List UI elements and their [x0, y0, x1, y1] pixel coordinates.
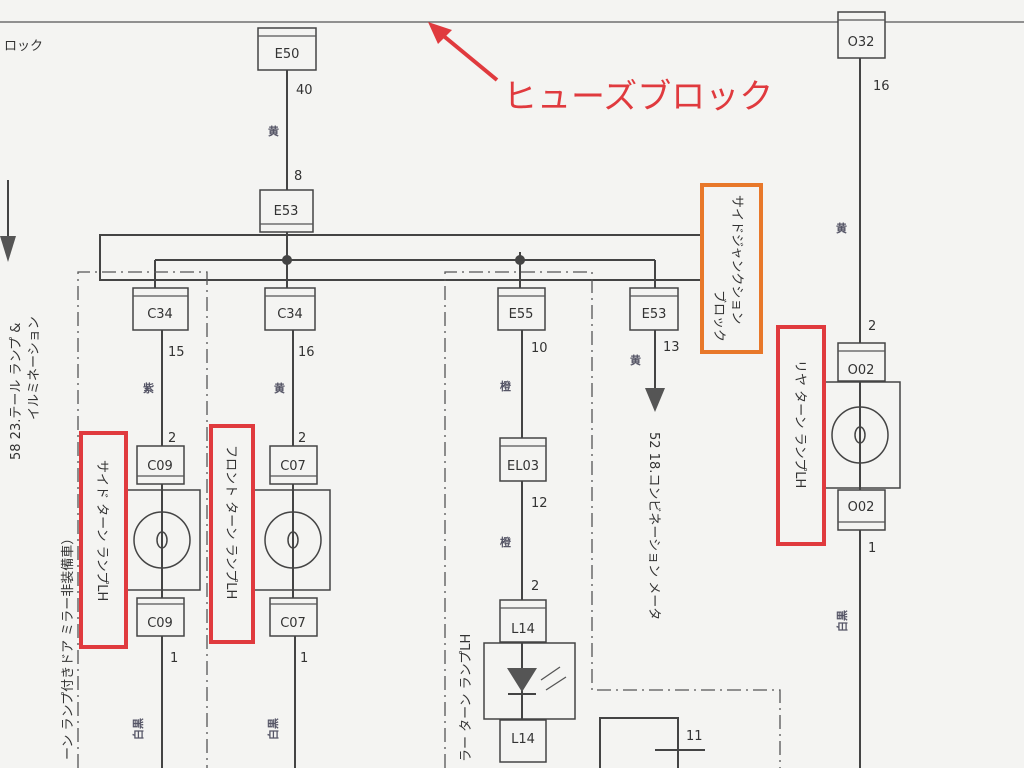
wire-color-o32: 黄	[836, 221, 847, 235]
connector-l14-top-label: L14	[511, 622, 535, 637]
pin-e53-b: 13	[663, 340, 680, 355]
tail-lamp-ref-2: イルミネーション	[27, 316, 42, 420]
connector-c34-a-label: C34	[147, 307, 173, 322]
pin-c34-a: 15	[168, 345, 185, 360]
connector-l14-bot-label: L14	[511, 732, 535, 747]
wire-color-right-ground: 白黒	[835, 610, 849, 632]
connector-c09-top	[136, 445, 185, 485]
top-left-label: ロック	[4, 39, 43, 54]
mirror-turn-lamp-led	[483, 642, 576, 720]
left-down-arrow	[0, 180, 16, 262]
connector-e53-b	[629, 287, 679, 331]
connector-o02-top	[837, 342, 886, 382]
front-turn-lamp-bulb	[249, 489, 331, 591]
combination-meter-ref: 52 18.コンビネーション メータ	[646, 432, 661, 620]
wire-color-e53-b: 黄	[630, 353, 641, 367]
pin-c34-b: 16	[298, 345, 315, 360]
connector-e55-label: E55	[509, 307, 534, 322]
front-turn-lamp-highlight	[209, 424, 255, 644]
connector-c09-bot-label: C09	[147, 616, 173, 631]
connector-c34-b-label: C34	[277, 307, 303, 322]
connector-l14-top	[499, 599, 547, 643]
side-junction-block	[99, 232, 700, 290]
connector-c09-top-label: C09	[147, 459, 173, 474]
connector-e53-b-label: E53	[642, 307, 667, 322]
wire-color-el03: 橙	[500, 535, 512, 549]
side-junction-block-highlight	[700, 183, 763, 354]
pin-o02-top: 2	[868, 319, 876, 334]
connector-o02-bot	[837, 489, 886, 531]
connector-c07-bot-label: C07	[280, 616, 306, 631]
connector-c34-a	[132, 287, 189, 331]
tail-lamp-ref: 58 23.テール ランプ &	[9, 323, 24, 460]
connector-c07-top	[269, 445, 318, 485]
side-junction-block-label-2: ブロック	[711, 290, 727, 342]
connector-o32-label: O32	[848, 35, 875, 50]
pin-misc: 11	[686, 729, 703, 744]
pin-c09-top: 2	[168, 431, 176, 446]
wire-color-mid-ground: 白黒	[266, 718, 280, 740]
pin-el03: 12	[531, 496, 548, 511]
region-side-turn	[77, 271, 208, 768]
wire-color-left-ground: 白黒	[131, 718, 145, 740]
wire-color-e50: 黄	[268, 124, 279, 138]
front-turn-lamp-label: フロント ターン ランプLH	[223, 445, 238, 599]
rear-turn-lamp-highlight	[776, 325, 826, 546]
side-turn-lamp-bulb	[119, 489, 201, 591]
side-junction-block-label-1: サイドジャンクション	[729, 195, 744, 324]
side-turn-lamp-highlight	[79, 431, 128, 649]
pin-e55: 10	[531, 341, 548, 356]
pin-e53: 8	[294, 169, 302, 184]
connector-e53-top-label: E53	[274, 204, 299, 219]
pin-o02-bot: 1	[868, 541, 876, 556]
connector-c34-b	[264, 287, 316, 331]
pin-l14-top: 2	[531, 579, 539, 594]
connector-e50-label: E50	[275, 47, 300, 62]
mirror-note: ーン ランプ付きドア ミラー非装備車）	[60, 532, 76, 760]
connector-el03	[499, 437, 547, 482]
wire-color-c34-a: 紫	[143, 381, 154, 395]
pin-e50: 40	[296, 83, 313, 98]
connector-o02-bot-label: O02	[848, 500, 875, 515]
connector-e50	[257, 27, 317, 71]
pin-o32: 16	[873, 79, 890, 94]
down-arrow-icon	[645, 388, 665, 412]
pin-c07-bot: 1	[300, 651, 308, 666]
led-icon	[507, 668, 537, 692]
wire-color-c34-b: 黄	[274, 381, 285, 395]
connector-o02-top-label: O02	[848, 363, 875, 378]
region-mirror	[444, 271, 781, 768]
connector-c07-top-label: C07	[280, 459, 306, 474]
connector-l14-bot	[499, 719, 547, 763]
fuse-block-annotation: ヒューズブロック	[503, 77, 773, 117]
side-turn-lamp-label: サイド ターン ランプLH	[94, 460, 109, 601]
wire-color-e55: 橙	[500, 379, 512, 393]
fuse-block-arrow	[428, 22, 499, 82]
rear-turn-lamp-label: リヤ ターン ランプLH	[792, 360, 807, 488]
connector-el03-label: EL03	[507, 459, 539, 474]
mirror-turn-lamp-label: ラー ターン ランプLH	[459, 634, 474, 762]
pin-c09-bot: 1	[170, 651, 178, 666]
pin-c07-top: 2	[298, 431, 306, 446]
